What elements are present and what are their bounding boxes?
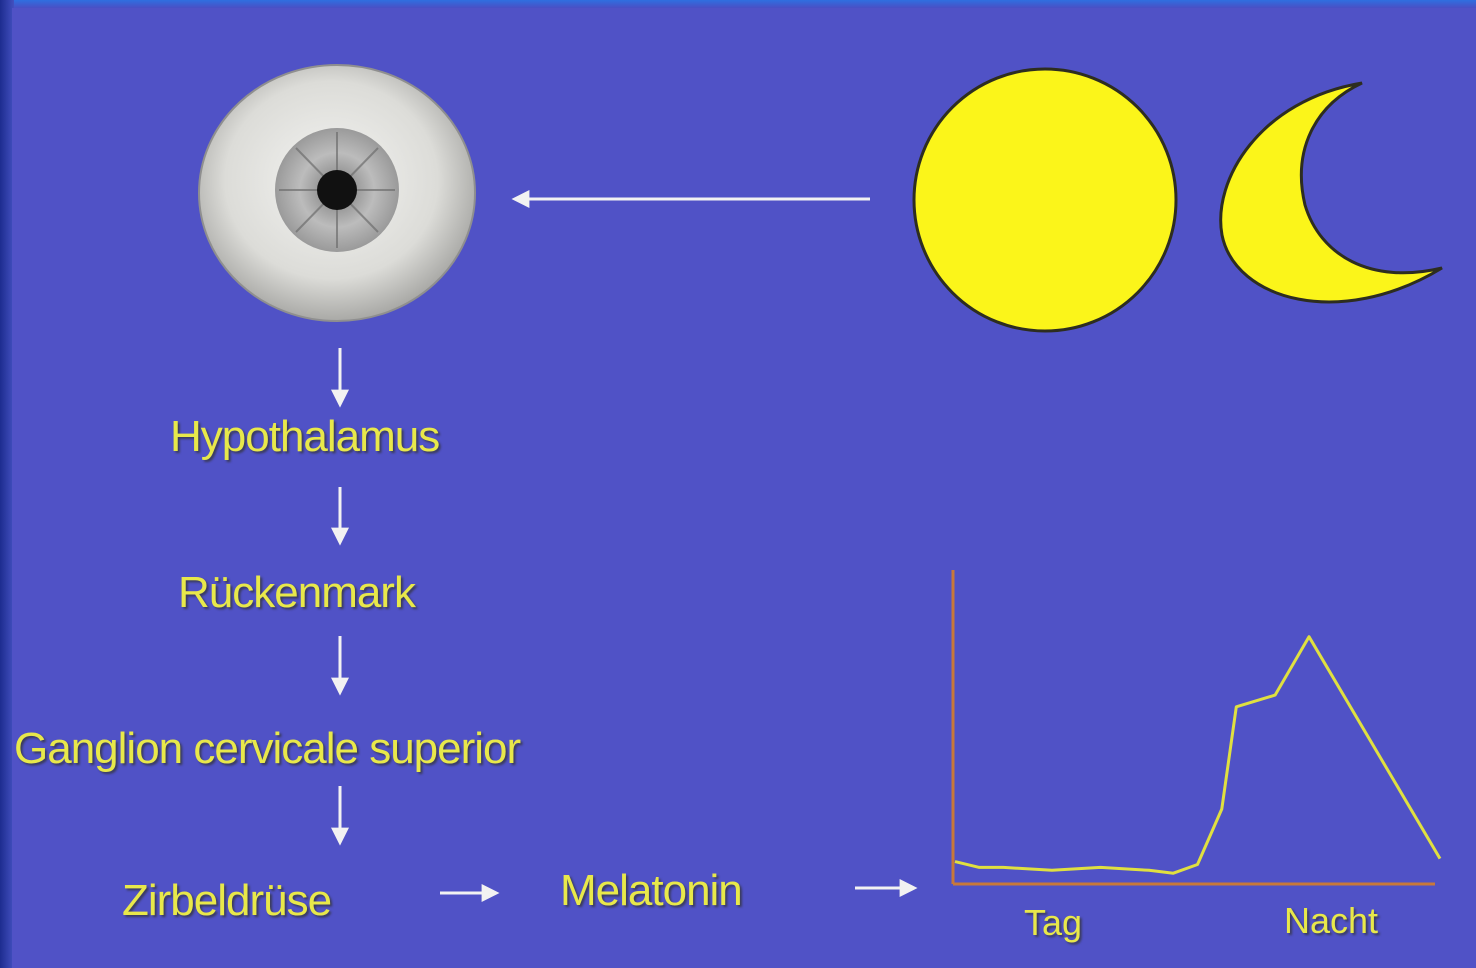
sun-icon: [914, 69, 1176, 331]
label-hypothalamus: Hypothalamus: [170, 412, 439, 462]
chart-series: [955, 637, 1440, 874]
x-label-tag: Tag: [1024, 902, 1082, 944]
label-melatonin: Melatonin: [560, 866, 742, 916]
crescent-moon-icon: [1221, 83, 1442, 302]
label-ganglion: Ganglion cervicale superior: [14, 724, 520, 774]
melatonin-curve-line: [955, 637, 1440, 874]
label-rueckenmark: Rückenmark: [178, 568, 415, 618]
x-label-nacht: Nacht: [1284, 900, 1378, 942]
eye-icon: [199, 65, 475, 321]
label-zirbeldruese: Zirbeldrüse: [122, 876, 331, 926]
